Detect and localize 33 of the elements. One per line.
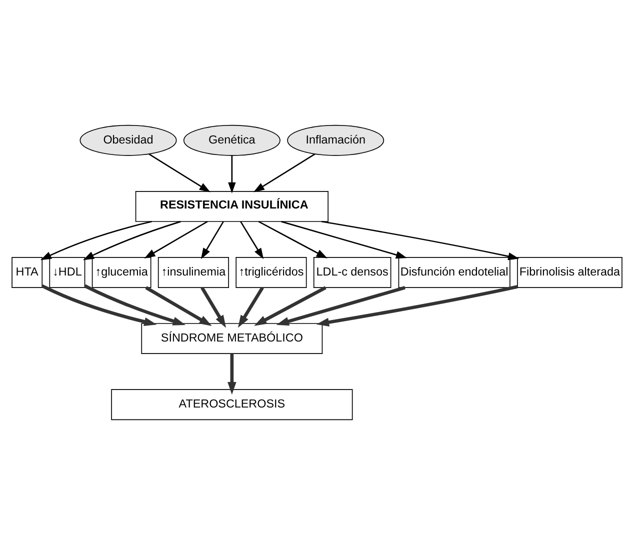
node-box: LDL-c densos <box>313 256 392 288</box>
arrow <box>200 220 224 259</box>
arrow <box>276 286 406 326</box>
node-ellipse: Genética <box>183 124 280 156</box>
node-box: Disfunción endotelial <box>398 256 510 288</box>
node-box: HTA <box>12 256 43 288</box>
arrow <box>144 220 208 258</box>
node-box: ↑triglicéridos <box>236 256 307 288</box>
arrow <box>316 284 518 326</box>
node-box: Fibrinolisis alterada <box>517 256 622 288</box>
arrow <box>40 220 152 260</box>
arrow <box>200 286 226 328</box>
arrow <box>84 284 186 325</box>
node-box: RESISTENCIA INSULÍNICA <box>135 190 328 222</box>
node-box: ATEROSCLEROSIS <box>111 388 353 420</box>
arrow <box>228 353 236 394</box>
node-box: ↓HDL <box>49 256 86 288</box>
arrow <box>281 220 408 258</box>
arrow <box>145 286 212 326</box>
arrow <box>253 153 316 192</box>
arrow <box>258 220 328 258</box>
node-ellipse: Inflamación <box>287 124 384 156</box>
arrow <box>148 153 210 192</box>
arrow <box>321 220 520 260</box>
arrow <box>228 155 236 193</box>
node-box: ↑insulinemia <box>158 256 229 288</box>
node-ellipse: Obesidad <box>80 124 177 156</box>
arrow <box>238 286 264 328</box>
node-box: SÍNDROME METABÓLICO <box>141 322 323 354</box>
node-box: ↑glucemia <box>92 256 152 288</box>
arrow <box>82 220 181 260</box>
arrow <box>41 284 157 326</box>
arrow <box>240 220 264 259</box>
